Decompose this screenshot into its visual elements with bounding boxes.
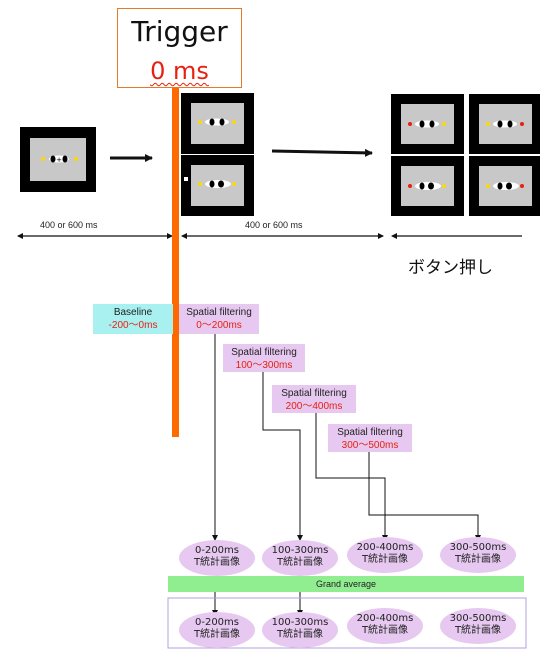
arrow-to-target [271, 148, 373, 157]
avg-image-label: T統計画像 [361, 625, 409, 636]
connector-lines [212, 331, 481, 616]
avg-image-label: T統計画像 [454, 625, 502, 636]
avg-image-0-200: 0-200ms T統計画像 [179, 612, 255, 648]
filter-range: 100〜300ms [235, 360, 293, 371]
filter-range: 200〜400ms [285, 401, 343, 412]
t-image-label: T統計画像 [276, 557, 324, 568]
filter-box-0-200: Spatial filtering 0〜200ms [179, 304, 259, 334]
stimulus-cue-top [181, 93, 254, 154]
trigger-value: 0 ms [150, 57, 209, 85]
grand-average-bar: Grand average [168, 576, 524, 592]
avg-image-100-300: 100-300ms T統計画像 [262, 612, 338, 648]
stimulus-cue-bottom [181, 155, 254, 216]
filter-title: Spatial filtering [231, 347, 297, 358]
t-image-300-500: 300-500ms T統計画像 [440, 537, 516, 573]
stimulus-target-top-right [469, 94, 540, 154]
t-image-range: 0-200ms [194, 545, 239, 556]
filter-title: Spatial filtering [186, 307, 252, 318]
t-image-label: T統計画像 [361, 554, 409, 565]
average-frame [167, 597, 527, 649]
filter-box-100-300: Spatial filtering 100〜300ms [223, 344, 305, 372]
trigger-title: Trigger [131, 15, 228, 48]
avg-image-range: 300-500ms [449, 613, 507, 624]
filter-range: 300〜500ms [341, 440, 399, 451]
filter-box-300-500: Spatial filtering 300〜500ms [328, 424, 412, 452]
svg-text:+: + [56, 156, 62, 164]
filter-box-200-400: Spatial filtering 200〜400ms [272, 385, 356, 413]
t-image-range: 300-500ms [449, 542, 507, 553]
trigger-bar [172, 88, 179, 437]
duration-label-first: 400 or 600 ms [40, 220, 98, 230]
filter-title: Spatial filtering [281, 388, 347, 399]
t-image-range: 100-300ms [271, 545, 329, 556]
t-image-100-300: 100-300ms T統計画像 [262, 540, 338, 576]
t-image-label: T統計画像 [193, 557, 241, 568]
baseline-box: Baseline -200〜0ms [93, 304, 173, 334]
filter-title: Spatial filtering [337, 427, 403, 438]
duration-label-second: 400 or 600 ms [245, 220, 303, 230]
avg-image-label: T統計画像 [276, 629, 324, 640]
stimulus-target-top-left [391, 94, 464, 154]
avg-image-300-500: 300-500ms T統計画像 [440, 608, 516, 644]
avg-image-label: T統計画像 [193, 629, 241, 640]
avg-image-range: 0-200ms [194, 617, 239, 628]
avg-image-range: 200-400ms [356, 613, 414, 624]
t-image-label: T統計画像 [454, 554, 502, 565]
t-image-0-200: 0-200ms T統計画像 [179, 540, 255, 576]
filter-range: 0〜200ms [196, 320, 242, 331]
stimulus-initial: + [20, 127, 96, 192]
avg-image-200-400: 200-400ms T統計画像 [347, 608, 423, 644]
trigger-box: Trigger 0 ms [117, 8, 242, 88]
button-press-label: ボタン押し [408, 258, 493, 278]
stimulus-target-bottom-right [469, 156, 540, 216]
baseline-title: Baseline [113, 307, 153, 318]
stimulus-target-bottom-left [391, 156, 464, 216]
avg-image-range: 100-300ms [271, 617, 329, 628]
t-image-range: 200-400ms [356, 542, 414, 553]
t-image-200-400: 200-400ms T統計画像 [347, 537, 423, 573]
baseline-range: -200〜0ms [108, 320, 158, 331]
